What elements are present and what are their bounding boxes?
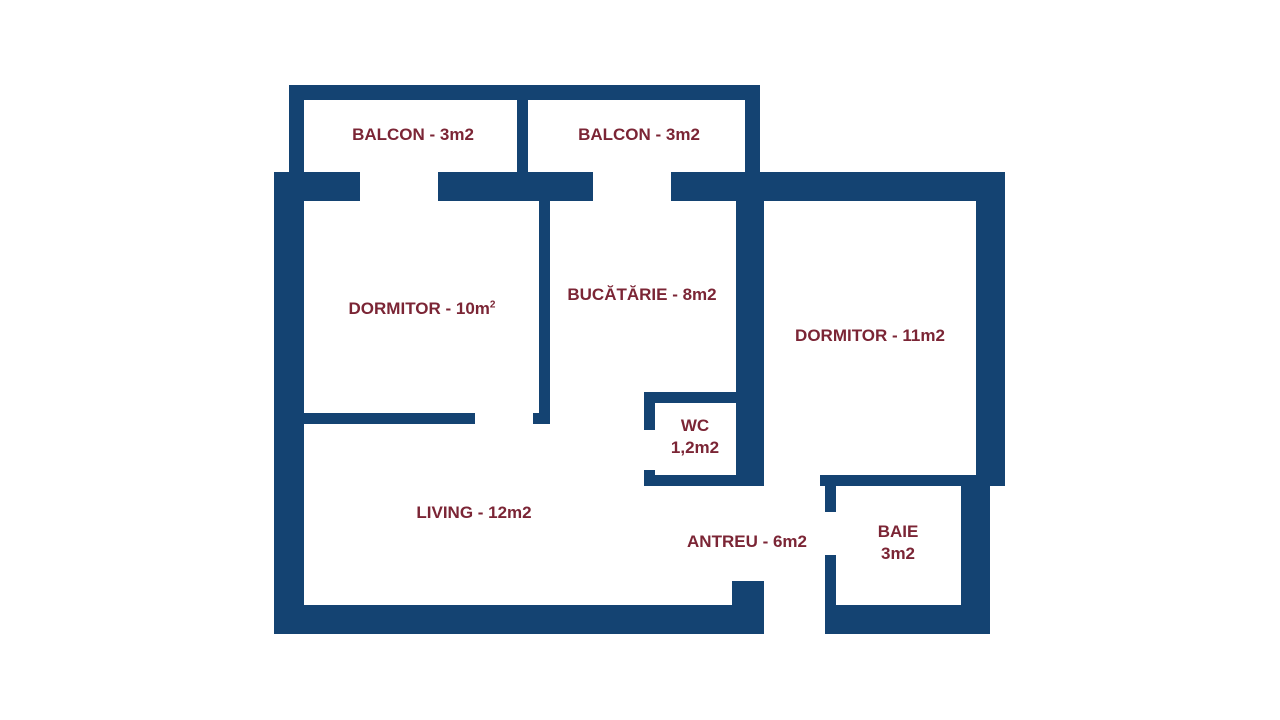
wall-bedroom-living	[300, 413, 475, 424]
room-label-dormitor-left: DORMITOR - 10m2	[349, 298, 496, 320]
wall-outer-left	[274, 172, 304, 634]
room-area: 3m2	[880, 544, 916, 563]
superscript: 2	[489, 299, 496, 311]
wall-bath-left-upper	[825, 480, 836, 512]
room-name: LIVING - 12m2	[416, 503, 532, 522]
room-name: BUCĂTĂRIE - 8m2	[567, 285, 717, 304]
wall-balcony-right	[745, 85, 760, 175]
wall-wc-left-upper	[644, 392, 655, 430]
room-label-balcon-left: BALCON - 3m2	[352, 124, 474, 146]
room-name: BALCON - 3m2	[352, 125, 474, 144]
wall-wc-bottom	[644, 475, 764, 486]
room-name: WC	[680, 416, 710, 435]
room-area: 1,2m2	[670, 438, 720, 457]
wall-outer-right	[976, 172, 1005, 486]
room-name: DORMITOR - 11m2	[795, 326, 945, 345]
wall-bath-left-lower	[825, 555, 836, 634]
room-label-wc: WC 1,2m2	[671, 415, 719, 459]
wall-top-segment-3	[671, 172, 1005, 201]
wall-bedroom-living-stub	[533, 413, 550, 424]
wall-bath-bottom	[825, 605, 990, 634]
wall-wc-top	[644, 392, 740, 403]
room-label-antreu: ANTREU - 6m2	[687, 531, 807, 553]
room-label-balcon-right: BALCON - 3m2	[578, 124, 700, 146]
room-name: BAIE	[877, 522, 919, 541]
room-label-living: LIVING - 12m2	[416, 502, 531, 524]
room-name: DORMITOR - 10m	[348, 299, 490, 318]
wall-entrance-jamb	[732, 581, 764, 634]
wall-bath-top	[820, 475, 1005, 486]
wall-balcony-divider	[517, 95, 528, 175]
wall-balcony-left	[289, 85, 304, 175]
wall-top-segment-2	[438, 172, 593, 201]
wall-kitchen-bedroom-right	[736, 196, 764, 486]
wall-outer-bottom	[274, 605, 764, 634]
wall-balcony-top	[289, 85, 760, 100]
room-label-dormitor-right: DORMITOR - 11m2	[795, 325, 945, 347]
room-label-baie: BAIE 3m2	[878, 521, 919, 565]
room-label-bucatarie: BUCĂTĂRIE - 8m2	[567, 284, 716, 306]
room-name: ANTREU - 6m2	[687, 532, 807, 551]
wall-bedroom-kitchen	[539, 196, 550, 424]
room-name: BALCON - 3m2	[578, 125, 700, 144]
